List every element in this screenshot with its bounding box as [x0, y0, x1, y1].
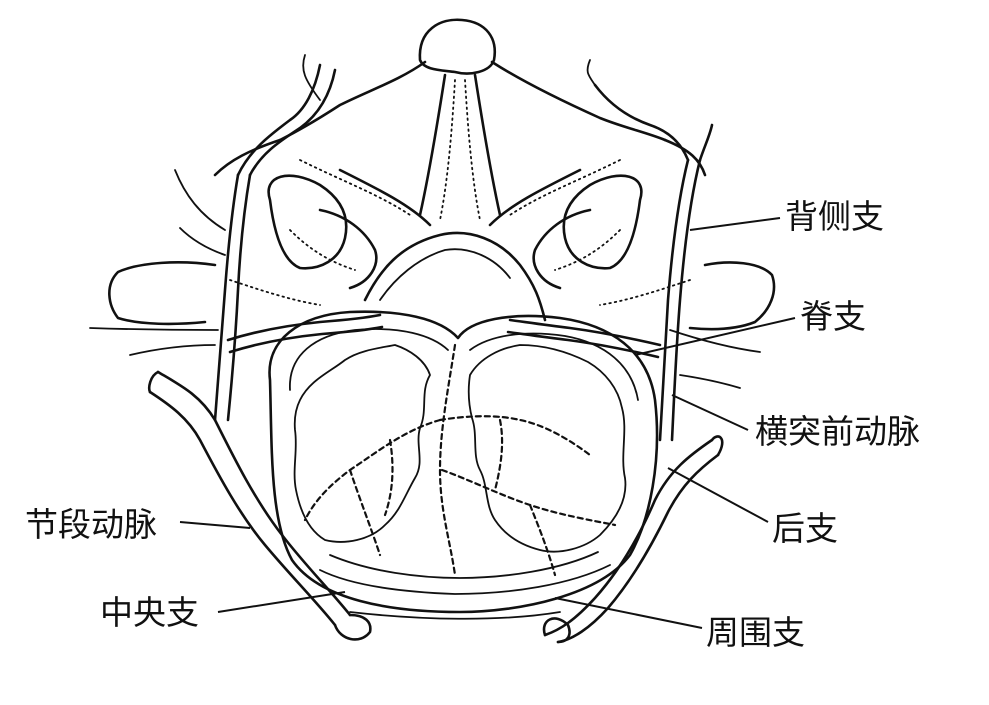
right-transverse-process — [599, 261, 776, 331]
right-segmental-artery — [506, 59, 761, 644]
left-segmental-artery — [89, 54, 561, 641]
spinous-process — [278, 18, 667, 221]
label-peripheral-branch: 周围支 — [706, 613, 805, 652]
label-central-branch: 中央支 — [100, 593, 199, 632]
vertebral-body — [268, 310, 659, 614]
left-articular-process — [267, 174, 378, 290]
label-dorsal-branch: 背侧支 — [785, 197, 884, 236]
label-posterior-branch: 后支 — [772, 509, 838, 548]
label-spinal-branch: 脊支 — [800, 297, 866, 336]
intraosseous-arteries — [303, 343, 617, 577]
label-segmental-artery: 节段动脉 — [25, 505, 157, 544]
leader-lines — [179, 217, 796, 629]
left-transverse-process — [108, 261, 321, 326]
right-articular-process — [532, 174, 643, 290]
spinal-canal — [363, 231, 547, 322]
laminae — [213, 138, 707, 227]
label-anterior-transverse-artery: 横突前动脉 — [755, 412, 920, 451]
